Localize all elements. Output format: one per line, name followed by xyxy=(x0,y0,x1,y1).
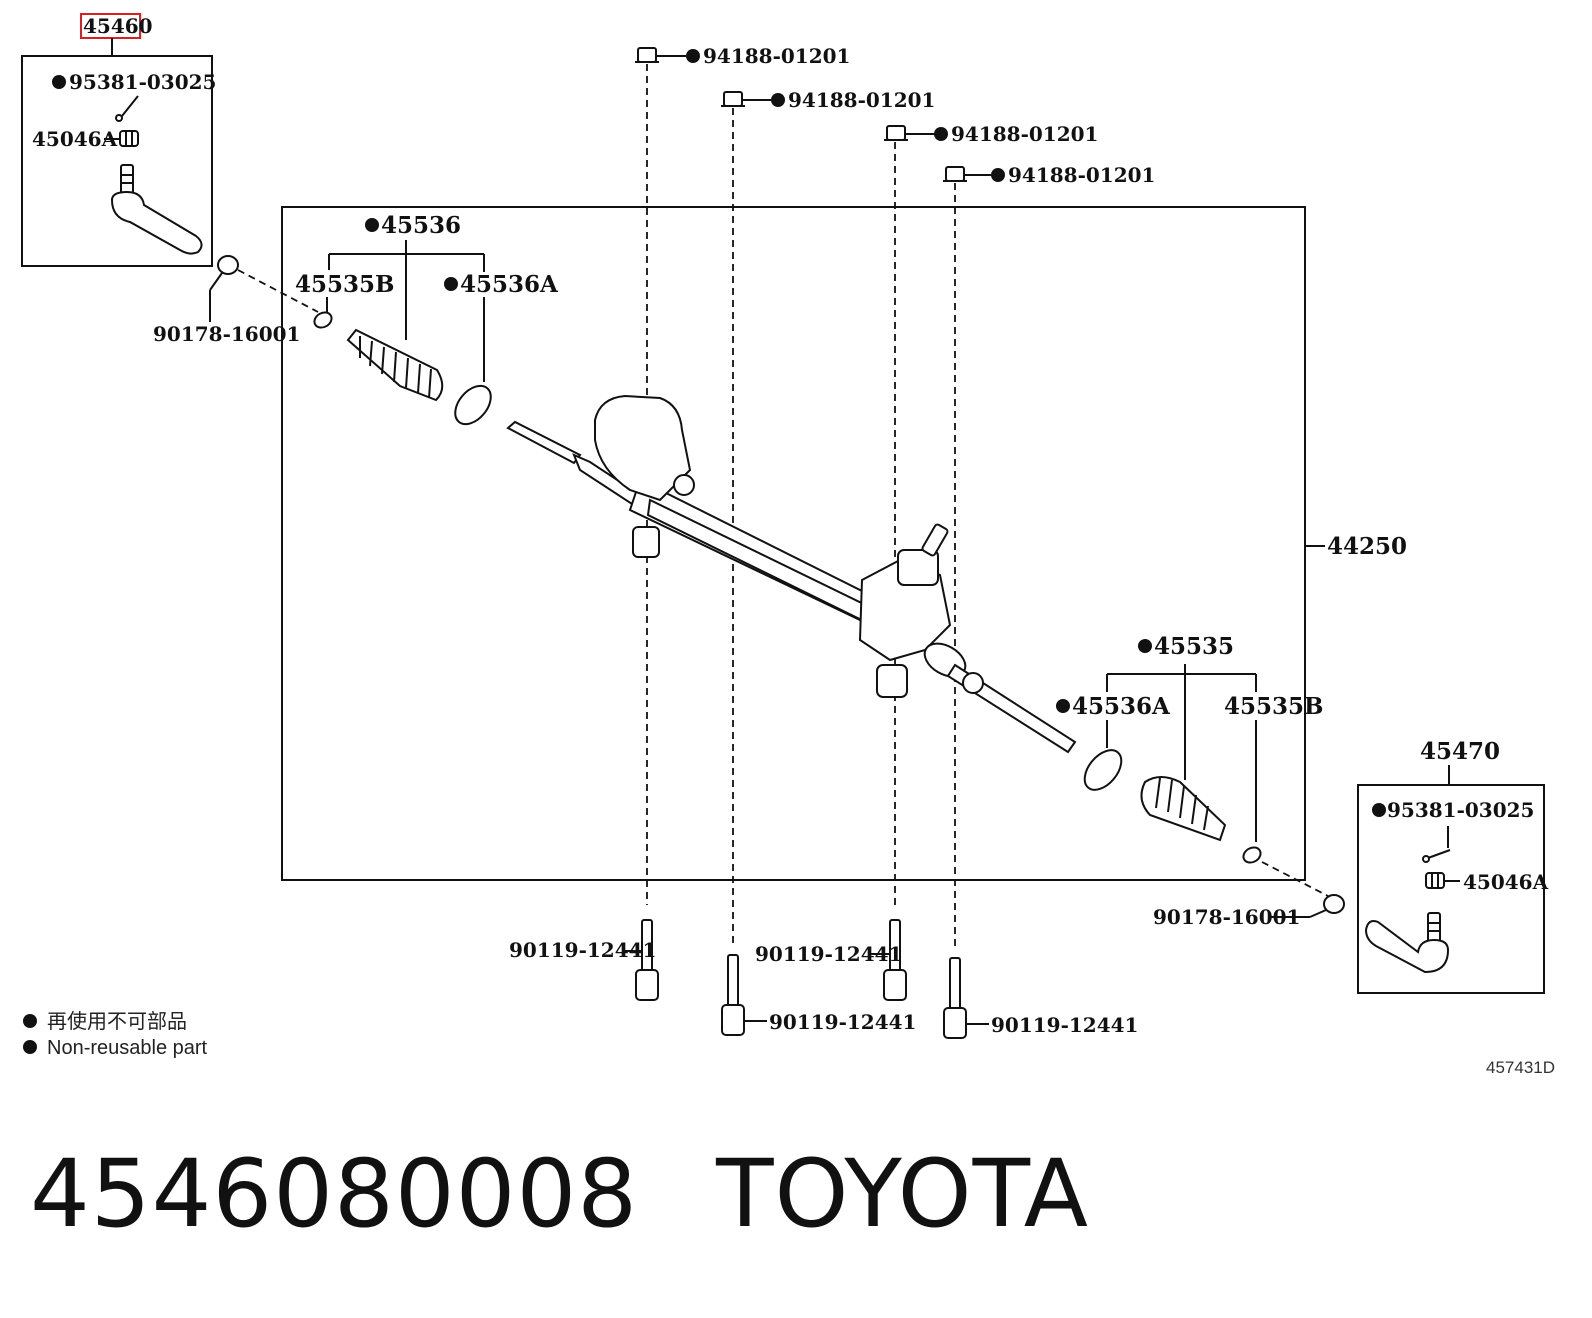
tie-rod-end-right-box xyxy=(1357,784,1545,994)
gear-assembly-frame xyxy=(281,206,1306,881)
caption-part-number: 4546080008 xyxy=(30,1140,639,1249)
diagram-code: 457431D xyxy=(1486,1058,1555,1077)
label-dust-cover-left[interactable]: 90178-16001 xyxy=(153,322,300,346)
flange-nut-top-1-icon xyxy=(635,47,659,63)
label-tie-rod-end-right[interactable]: 45470 xyxy=(1420,738,1500,765)
nut-left-icon xyxy=(119,130,139,147)
steering-rack-icon xyxy=(506,394,1077,754)
clip-right-icon xyxy=(1242,846,1262,864)
non-reusable-marker-icon xyxy=(771,93,785,107)
bellows-right-icon xyxy=(1140,776,1227,842)
non-reusable-marker-icon xyxy=(52,75,66,89)
non-reusable-marker-icon xyxy=(991,168,1005,182)
label-clamp-right[interactable]: 45536A xyxy=(1072,693,1171,720)
clamp-right-icon xyxy=(1083,749,1123,791)
non-reusable-marker-icon xyxy=(686,49,700,63)
label-bolt-top-1[interactable]: 94188-01201 xyxy=(703,44,850,68)
nut-right-icon xyxy=(1425,872,1445,889)
label-bolt-top-2[interactable]: 94188-01201 xyxy=(788,88,935,112)
label-bolt-top-4[interactable]: 94188-01201 xyxy=(1008,163,1155,187)
tie-rod-end-left-icon xyxy=(110,164,203,255)
non-reusable-marker-icon xyxy=(1056,699,1070,713)
label-cotter-pin-right[interactable]: 95381-03025 xyxy=(1387,798,1534,822)
label-bolt-bottom-4[interactable]: 90119-12441 xyxy=(991,1013,1138,1037)
clamp-left-icon xyxy=(454,384,492,426)
label-bolt-bottom-2[interactable]: 90119-12441 xyxy=(769,1010,916,1034)
label-clip-right[interactable]: 45535B xyxy=(1224,693,1323,720)
flange-nut-top-3-icon xyxy=(884,125,908,141)
label-tie-rod-end-left[interactable]: 45460 xyxy=(83,14,153,38)
flange-nut-top-4-icon xyxy=(943,166,967,182)
non-reusable-marker-icon xyxy=(444,277,458,291)
bellows-left-icon xyxy=(346,328,444,402)
label-bellows[interactable]: 45536 xyxy=(381,212,461,239)
dust-cover-right-icon xyxy=(1323,894,1345,914)
bolt-bottom-4-icon xyxy=(943,957,967,1039)
bolt-bottom-3-icon xyxy=(883,919,907,1001)
tie-rod-end-left-box xyxy=(21,55,213,267)
clip-left-icon xyxy=(313,311,333,329)
label-gear-assembly[interactable]: 44250 xyxy=(1327,533,1407,560)
label-nut-left[interactable]: 45046A xyxy=(32,127,118,151)
label-clip-left[interactable]: 45535B xyxy=(295,271,394,298)
dust-cover-left-icon xyxy=(217,255,239,275)
legend-text-en: Non-reusable part xyxy=(47,1037,208,1059)
cotter-pin-left-icon xyxy=(115,95,139,122)
caption-brand: TOYOTA xyxy=(716,1140,1090,1249)
non-reusable-marker-icon xyxy=(1138,639,1152,653)
non-reusable-marker-icon xyxy=(934,127,948,141)
label-clamp-left[interactable]: 45536A xyxy=(460,271,559,298)
tie-rod-end-right-icon xyxy=(1364,912,1450,974)
non-reusable-marker-icon xyxy=(1372,803,1386,817)
part-caption: 4546080008 TOYOTA xyxy=(30,1140,1089,1249)
cotter-pin-right-icon xyxy=(1422,826,1451,863)
legend-text-cn: 再使用不可部品 xyxy=(47,1010,187,1033)
bolt-bottom-2-icon xyxy=(721,954,745,1036)
non-reusable-marker-icon xyxy=(23,1040,37,1054)
bolt-bottom-1-icon xyxy=(635,919,659,1001)
non-reusable-marker-icon xyxy=(23,1014,37,1028)
label-nut-right[interactable]: 45046A xyxy=(1463,870,1549,894)
label-boot-right[interactable]: 45535 xyxy=(1154,633,1234,660)
label-cotter-pin-left[interactable]: 95381-03025 xyxy=(69,70,216,94)
label-bolt-top-3[interactable]: 94188-01201 xyxy=(951,122,1098,146)
non-reusable-marker-icon xyxy=(365,218,379,232)
flange-nut-top-2-icon xyxy=(721,91,745,107)
highlight-box xyxy=(80,13,141,39)
